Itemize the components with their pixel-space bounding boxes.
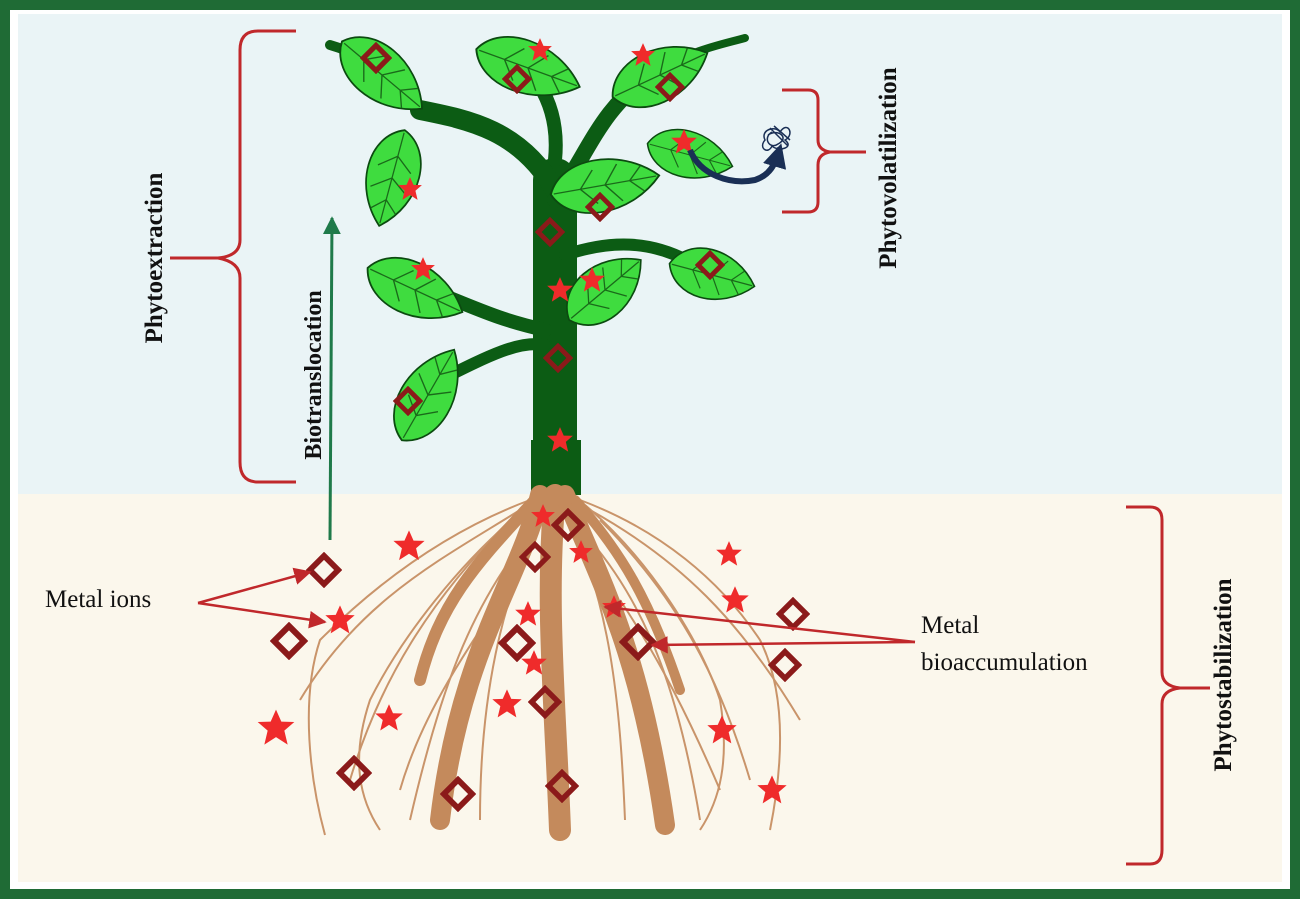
bioaccumulation-pointers (603, 600, 916, 654)
volatilization-arrow (687, 143, 787, 185)
metal-ions-pointers (197, 567, 327, 629)
phytostabilization-label: Phytostabilization (1210, 578, 1237, 771)
fine-roots (299, 499, 801, 836)
biotranslocation-arrow (322, 216, 341, 541)
metal-bioaccumulation-label-line2: bioaccumulation (921, 649, 1088, 676)
phytostabilization-bracket (1126, 505, 1210, 866)
phytoextraction-label: Phytoextraction (141, 173, 168, 344)
soil-region (18, 494, 1282, 882)
phytovolatilization-bracket (782, 88, 866, 214)
metal-ions-label: Metal ions (45, 586, 151, 613)
phytoextraction-bracket (170, 29, 296, 484)
phytovolatilization-label: Phytovolatilization (875, 67, 902, 268)
scribble-icon (761, 125, 791, 151)
metal-bioaccumulation-label-line1: Metal (921, 612, 979, 639)
biotranslocation-label: Biotranslocation (301, 290, 327, 459)
